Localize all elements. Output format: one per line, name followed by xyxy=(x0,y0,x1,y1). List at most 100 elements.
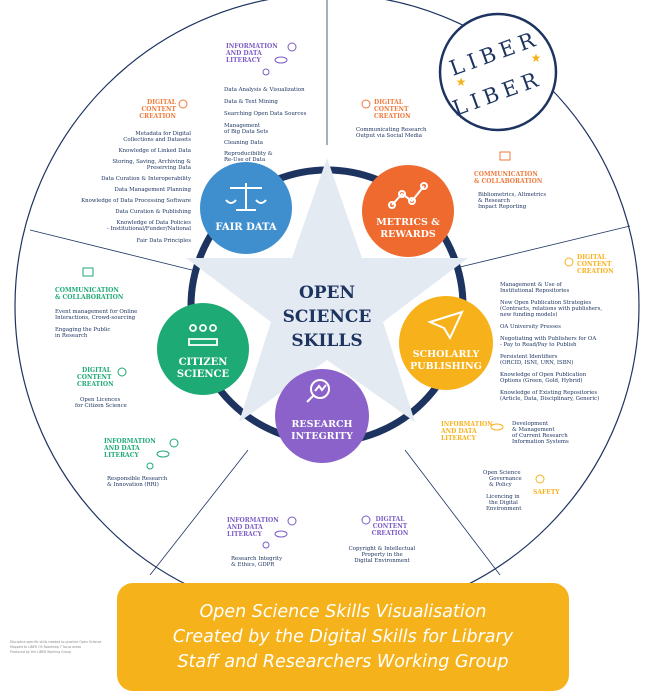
badge-info-line-1: INFORMATION xyxy=(104,438,156,445)
publishing-item: (ORCID, ISNI, URN, ISBN) xyxy=(500,359,574,366)
integrity-info-item: & Ethics, GDPR xyxy=(231,562,275,568)
fair-content-item: Storing, Saving, Archiving & xyxy=(112,159,191,165)
eye-icon xyxy=(274,56,288,64)
publishing-item: Persistent Identifiers xyxy=(500,354,558,360)
caption-line-3: Staff and Researchers Working Group xyxy=(177,651,509,672)
chat-icon xyxy=(499,151,511,161)
publishing-content-creation-block: DIGITAL CONTENT CREATION Management & Us… xyxy=(500,254,614,402)
fair-content-item: Data Curation & Publishing xyxy=(115,209,191,215)
fair-content-item: Collections and Datasets xyxy=(123,137,191,143)
shield-check-icon xyxy=(535,474,545,484)
gear-icon xyxy=(262,68,270,76)
badge-comm-line-2: & COLLABORATION xyxy=(55,294,124,301)
metrics-content-item: Communicating Research xyxy=(356,127,427,133)
publishing-safety-item: Open Science xyxy=(483,470,521,476)
liber-logo: LIBER LIBER ★ ★ xyxy=(438,12,558,132)
badge-content-line-1: DIGITAL xyxy=(147,99,177,106)
fair-content-creation-block: DIGITAL CONTENT CREATION Metadata for Di… xyxy=(81,99,192,244)
publishing-item: (Article, Data, Disciplinary, Generic) xyxy=(500,395,599,402)
publishing-item: OA University Presses xyxy=(500,324,561,330)
badge-info-line-2: AND DATA xyxy=(226,524,263,531)
citizen-content-item: for Citizen Science xyxy=(75,403,127,409)
citizen-info-item: & Innovation (RRI) xyxy=(107,481,159,488)
publishing-item: Knowledge of Existing Repositories xyxy=(500,390,597,396)
fair-content-item: Fair Data Principles xyxy=(136,238,191,244)
hub-publishing-disc xyxy=(399,296,493,390)
hub-metrics-label-1: METRICS & xyxy=(376,217,440,228)
people-icon xyxy=(188,324,218,346)
hub-fair-data: FAIR DATA xyxy=(200,162,292,254)
hub-citizen-science: CITIZEN SCIENCE xyxy=(157,303,249,395)
fair-info-item: Data & Text Mining xyxy=(224,99,278,105)
badge-content-line-1: DIGITAL xyxy=(577,254,607,261)
footnote-line: Produced by the LIBER Working Group xyxy=(10,650,71,654)
footnotes: Discipline specific skills needed to pra… xyxy=(10,640,120,655)
spoke-right xyxy=(455,225,631,269)
citizen-comm-item: in Research xyxy=(55,333,88,339)
citizen-communication-block: COMMUNICATION & COLLABORATION Event mana… xyxy=(55,267,137,339)
content-creation-icon xyxy=(564,257,574,267)
badge-content-line-1: DIGITAL xyxy=(82,367,112,374)
publishing-info-item: Development xyxy=(512,421,549,427)
publishing-info-item: of Current Research xyxy=(512,433,568,439)
footnote-line: Mapped to LIBER OS Roadmap 7 focus areas xyxy=(10,645,82,649)
hub-metrics-label-2: REWARDS xyxy=(380,229,436,240)
publishing-safety-item: Licencing in xyxy=(486,494,520,500)
star-icon: ★ xyxy=(531,51,542,65)
fair-info-item: Cleaning Data xyxy=(224,140,264,146)
balance-scale-icon xyxy=(225,183,267,211)
chat-icon xyxy=(82,267,94,277)
fair-content-item: Data Curation & Interoperability xyxy=(101,176,192,182)
hub-research-integrity: RESEARCH INTEGRITY xyxy=(275,369,369,463)
content-creation-icon xyxy=(361,515,371,525)
fair-content-item: Data Management Planning xyxy=(115,187,192,193)
integrity-content-item: Copyright & Intellectual xyxy=(349,546,416,552)
spoke-left xyxy=(29,229,201,273)
content-creation-icon xyxy=(361,99,371,109)
badge-info-line-2: AND DATA xyxy=(440,428,477,435)
badge-info-line-1: INFORMATION xyxy=(441,421,493,428)
integrity-info-item: Research Integrity xyxy=(231,556,283,562)
metrics-content-item: Output via Social Media xyxy=(356,133,423,139)
badge-content-line-3: CREATION xyxy=(372,530,409,537)
content-creation-icon xyxy=(117,367,127,377)
publishing-info-literacy-block: INFORMATION AND DATA LITERACY Developmen… xyxy=(440,421,569,445)
hub-integrity-disc xyxy=(275,369,369,463)
footnote-line: Discipline specific skills needed to pra… xyxy=(10,640,102,644)
badge-content-line-2: CONTENT xyxy=(374,106,409,113)
publishing-item: Management & Use of xyxy=(500,282,563,288)
integrity-content-creation-block: DIGITAL CONTENT CREATION Copyright & Int… xyxy=(349,515,416,564)
badge-content-line-1: DIGITAL xyxy=(376,516,406,523)
caption-line-2: Created by the Digital Skills for Librar… xyxy=(172,626,514,647)
metrics-content-creation-block: DIGITAL CONTENT CREATION Communicating R… xyxy=(356,99,427,139)
metrics-comm-item: & Research xyxy=(478,198,511,204)
badge-content-line-2: CONTENT xyxy=(373,523,408,530)
badge-content-line-2: CONTENT xyxy=(142,106,177,113)
badge-content-line-3: CREATION xyxy=(577,268,614,275)
fair-info-item: Reproducibility & xyxy=(224,151,273,157)
hub-citizen-disc xyxy=(157,303,249,395)
citizen-comm-item: Engaging the Public xyxy=(55,327,110,333)
badge-content-line-3: CREATION xyxy=(139,113,176,120)
info-icon xyxy=(287,42,297,52)
publishing-info-item: & Management xyxy=(512,427,555,433)
badge-info-line-3: LITERACY xyxy=(104,452,139,459)
fair-content-item: Knowledge of Linked Data xyxy=(119,148,192,154)
badge-content-line-3: CREATION xyxy=(77,381,114,388)
publishing-item: Negotiating with Publishers for OA xyxy=(500,336,596,342)
hub-fair-data-label: FAIR DATA xyxy=(215,222,277,233)
fair-content-item: Metadata for Digital xyxy=(135,131,191,137)
metrics-comm-item: Bibliometrics, Altmetrics xyxy=(478,192,546,198)
line-chart-icon xyxy=(388,182,428,209)
caption-line-1: Open Science Skills Visualisation xyxy=(199,601,487,622)
eye-icon xyxy=(274,530,288,538)
gear-icon xyxy=(146,462,154,470)
center-star xyxy=(186,158,468,422)
publishing-item: New Open Publication Strategies xyxy=(500,300,591,306)
center-title-line-2: SCIENCE xyxy=(283,307,372,327)
fair-info-item: Searching Open Data Sources xyxy=(224,111,307,117)
liber-logo-ring xyxy=(438,12,558,132)
badge-content-line-3: CREATION xyxy=(374,113,411,120)
hub-metrics-disc xyxy=(362,165,454,257)
